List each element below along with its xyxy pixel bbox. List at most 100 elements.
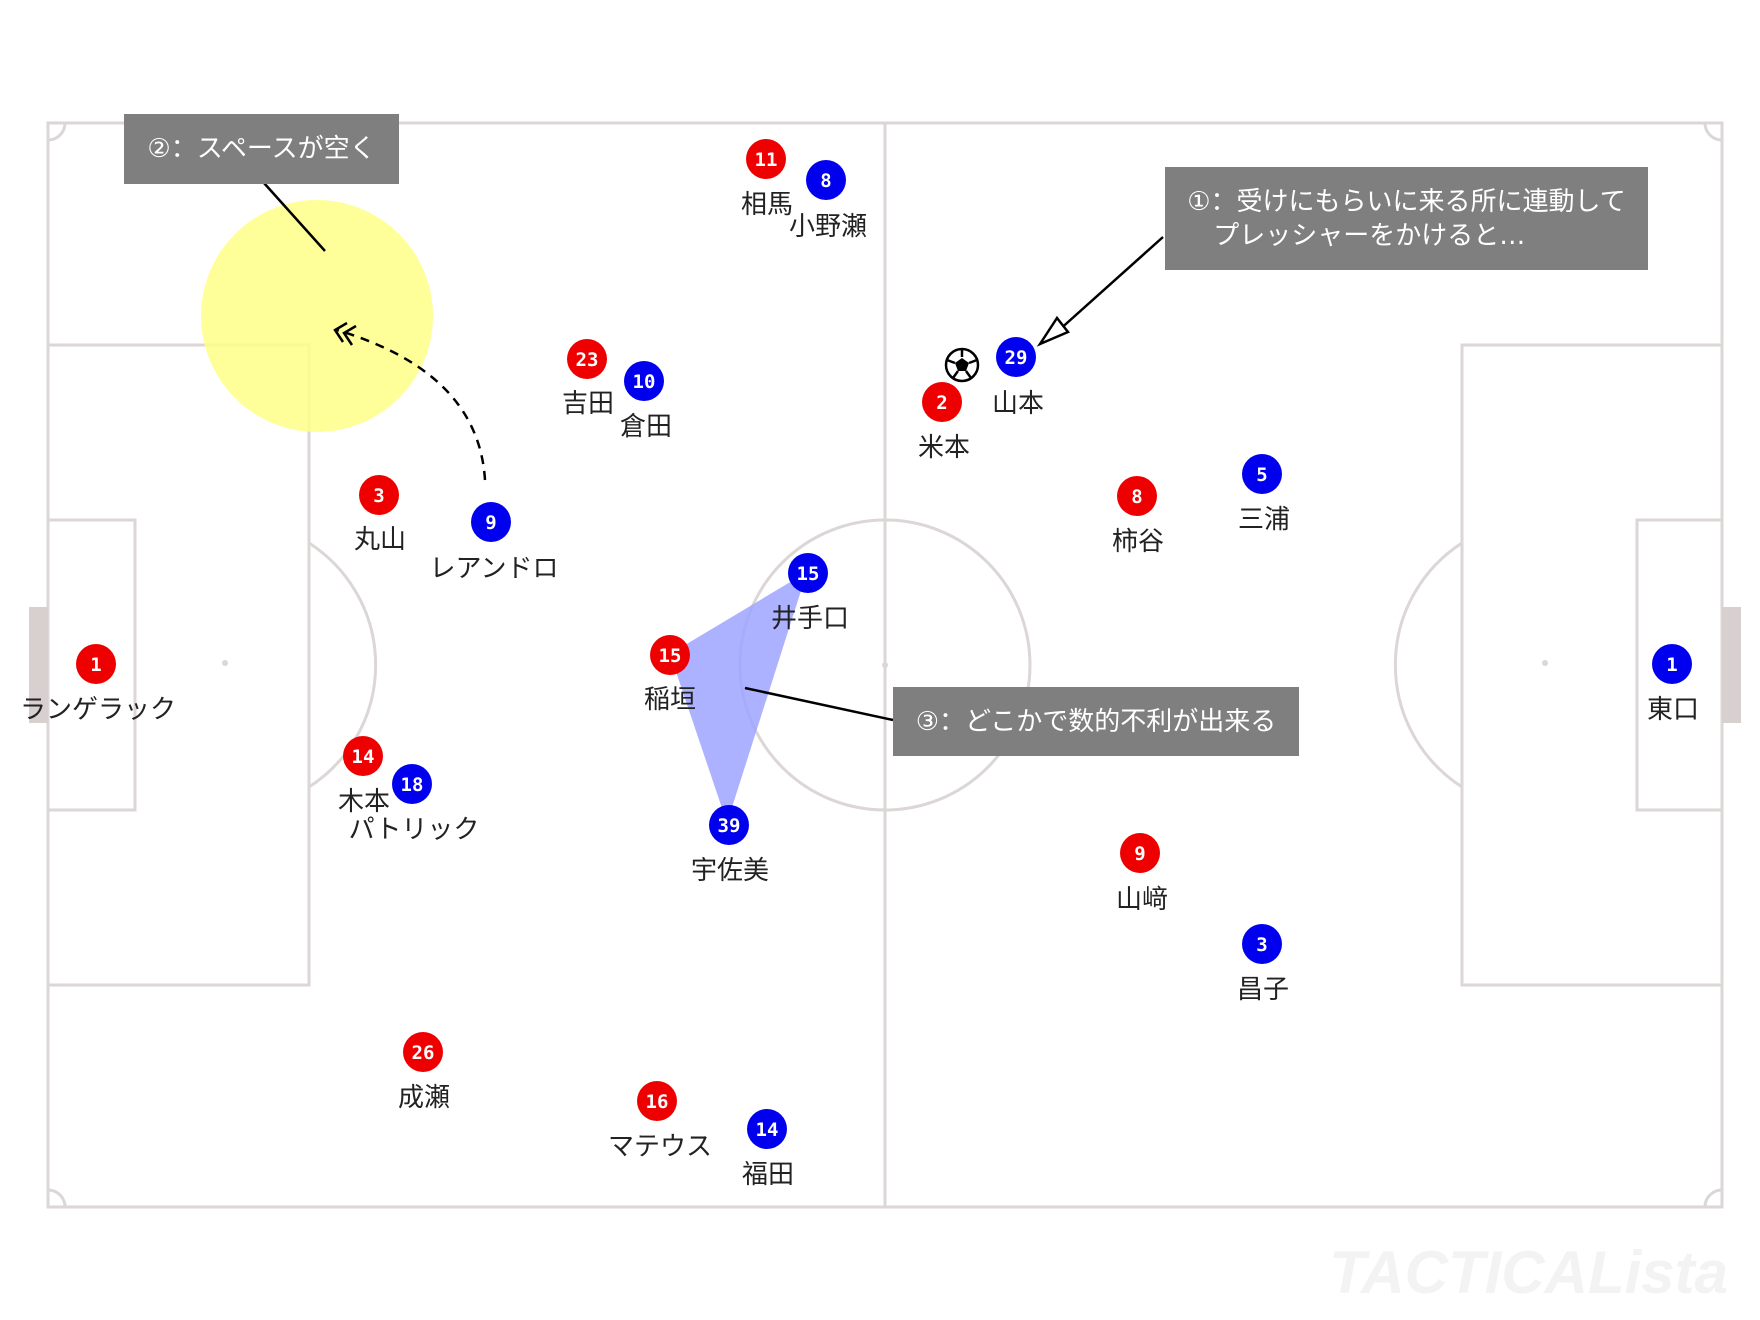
player-home-9: 9 山﨑	[1116, 833, 1168, 915]
player-marker	[403, 1032, 443, 1072]
player-number: 8	[1131, 486, 1142, 508]
player-away-39: 39 宇佐美	[691, 805, 769, 886]
player-name: 昌子	[1237, 975, 1289, 1005]
player-number: 10	[633, 371, 656, 393]
callout3-pointer	[744, 686, 894, 722]
player-marker	[624, 361, 664, 401]
corner-arc-br	[1703, 1188, 1723, 1208]
player-marker	[746, 139, 786, 179]
callout1-arrowhead	[1036, 315, 1070, 347]
callout-pressure: ①：受けにもらいに来る所に連動して プレッシャーをかけると…	[1165, 167, 1648, 270]
player-number: 8	[820, 170, 831, 192]
player-marker	[922, 382, 962, 422]
player-marker	[392, 764, 432, 804]
center-spot	[882, 662, 888, 668]
player-home-2: 2米本	[918, 382, 970, 463]
player-name: 山﨑	[1116, 885, 1168, 915]
open-space-highlight	[201, 200, 433, 432]
left-penalty-arc	[308, 541, 378, 789]
player-home-1: 1 ランゲラック	[20, 644, 176, 725]
ball-icon	[944, 347, 980, 383]
player-number: 5	[1256, 464, 1267, 486]
player-home-11: 11 相馬	[741, 139, 793, 220]
left-penalty-spot	[222, 660, 228, 666]
callout-space-opens: ②：スペースが空く	[124, 114, 399, 184]
player-number: 3	[1256, 934, 1267, 956]
player-home-15: 15 稲垣	[644, 635, 696, 715]
watermark: TACTICALista	[1329, 1239, 1728, 1306]
player-number: 23	[576, 349, 599, 371]
player-number: 15	[797, 563, 820, 585]
player-name: 小野瀬	[789, 212, 867, 242]
corner-arc-tr	[1703, 122, 1723, 142]
player-away-5: 5 三浦	[1238, 454, 1290, 535]
triangle-zone	[670, 572, 807, 823]
player-name: 成瀬	[398, 1083, 450, 1113]
player-home-26: 26 成瀬	[398, 1032, 450, 1113]
player-away-1: 1東口	[1647, 644, 1699, 725]
callout-space-opens-text: ②：スペースが空く	[147, 134, 376, 164]
player-number: 14	[352, 746, 375, 768]
player-number: 29	[1005, 347, 1028, 369]
player-number: 9	[1134, 843, 1145, 865]
player-marker	[359, 475, 399, 515]
player-name: 宇佐美	[691, 856, 769, 886]
player-name: 山本	[992, 389, 1044, 419]
callout-pressure-text: ①：受けにもらいに来る所に連動して プレッシャーをかけると…	[1187, 186, 1626, 251]
player-name: パトリック	[349, 815, 480, 845]
player-name: 三浦	[1238, 505, 1290, 535]
player-marker	[76, 644, 116, 684]
player-name: 吉田	[562, 389, 614, 419]
player-marker	[996, 337, 1036, 377]
player-away-18: 18 パトリック	[349, 764, 480, 845]
player-marker	[788, 553, 828, 593]
callout1-pointer	[1047, 236, 1164, 341]
player-away-14: 14 福田	[742, 1109, 794, 1190]
player-name: 倉田	[620, 412, 672, 442]
player-name: 相馬	[741, 190, 793, 220]
player-name: レアンドロ	[430, 554, 559, 584]
player-name: 米本	[918, 433, 970, 463]
player-name: 柿谷	[1112, 527, 1164, 557]
player-name: 井手口	[771, 604, 849, 634]
player-away-8: 8 小野瀬	[789, 160, 867, 242]
callout-numerical-disadvantage-text: ③：どこかで数的不利が出来る	[915, 706, 1277, 737]
player-number: 39	[718, 815, 741, 837]
player-number: 18	[401, 774, 424, 796]
player-marker	[471, 502, 511, 542]
player-number: 14	[756, 1119, 779, 1141]
player-name: 丸山	[354, 525, 406, 555]
player-away-10: 10 倉田	[620, 361, 672, 442]
player-name: 東口	[1647, 695, 1699, 725]
player-marker	[343, 736, 383, 776]
corner-arc-bl	[47, 1188, 67, 1208]
right-penalty-spot	[1542, 660, 1548, 666]
player-number: 15	[659, 645, 682, 667]
right-penalty-arc	[1393, 541, 1463, 789]
right-goal	[1722, 607, 1741, 723]
player-marker	[1120, 833, 1160, 873]
callout2-pointer	[263, 182, 326, 252]
player-away-3: 3 昌子	[1237, 924, 1289, 1005]
player-marker	[806, 160, 846, 200]
player-home-8: 8 柿谷	[1112, 476, 1164, 557]
run-arrow	[336, 328, 487, 481]
player-number: 3	[373, 485, 384, 507]
player-home-3: 3 丸山	[354, 475, 406, 555]
player-number: 26	[412, 1042, 435, 1064]
player-number: 1	[90, 654, 101, 676]
left-goal	[29, 607, 48, 723]
player-name: 稲垣	[644, 685, 696, 715]
player-name: 福田	[742, 1160, 794, 1190]
run-arrowhead-1	[333, 321, 348, 343]
player-away-29: 29 山本	[992, 337, 1044, 419]
player-name: ランゲラック	[20, 695, 176, 725]
player-marker	[1242, 454, 1282, 494]
player-marker	[637, 1081, 677, 1121]
player-marker	[1652, 644, 1692, 684]
player-number: 11	[755, 149, 778, 171]
player-marker	[1242, 924, 1282, 964]
